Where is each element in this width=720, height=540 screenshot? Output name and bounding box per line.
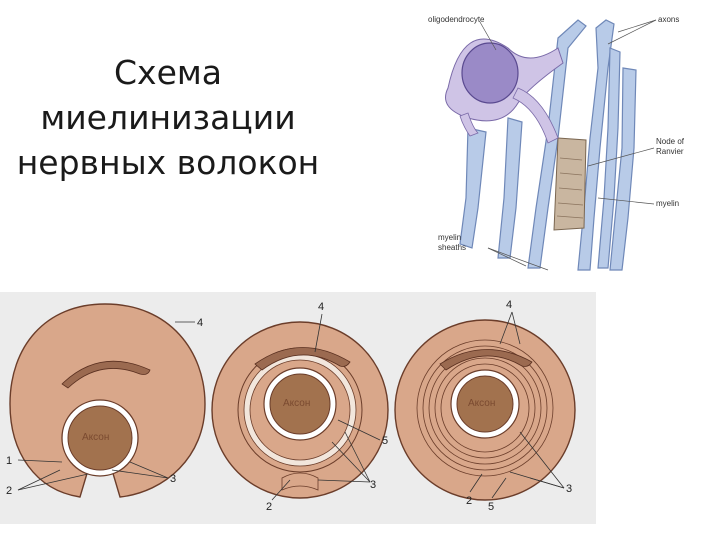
title-line-2: миелинизации [8,95,328,140]
stage-3-label-5: 5 [488,501,494,513]
stage-1-label-1: 1 [6,455,12,467]
stage-2-axon-label: Аксон [283,398,310,409]
label-myelin-sheaths-1: myelin [438,233,461,242]
stage-2-label-3: 3 [370,479,376,491]
label-myelin-sheaths-2: sheaths [438,243,466,252]
stage-3-axon-label: Аксон [468,398,495,409]
stage-1-label-4: 4 [197,317,203,329]
stage-3-label-2: 2 [466,495,472,507]
oligodendrocyte-illustration: oligodendrocyte axons Node of Ranvier my… [408,8,696,288]
stage-2-label-4: 4 [318,301,324,313]
label-oligodendrocyte: oligodendrocyte [428,15,485,24]
stage-2-label-5: 5 [382,435,388,447]
stage-3-label-4: 4 [506,299,512,311]
title-line-3: нервных волокон [8,140,328,185]
stage-1-label-2: 2 [6,485,12,497]
stage-1-axon-label: Аксон [82,432,109,443]
label-myelin: myelin [656,199,679,208]
label-axons: axons [658,15,679,24]
label-node-of-ranvier-2: Ranvier [656,147,684,156]
stage-1: Аксон 4 1 2 3 [6,304,205,497]
slide-title: Схема миелинизации нервных волокон [8,50,328,185]
stage-2-label-2: 2 [266,501,272,513]
stage-3-label-3: 3 [566,483,572,495]
myelination-stages-illustration: Аксон 4 1 2 3 Аксон 4 5 3 2 [0,292,596,524]
stage-1-label-3: 3 [170,473,176,485]
label-node-of-ranvier-1: Node of [656,137,685,146]
title-line-1: Схема [8,50,328,95]
